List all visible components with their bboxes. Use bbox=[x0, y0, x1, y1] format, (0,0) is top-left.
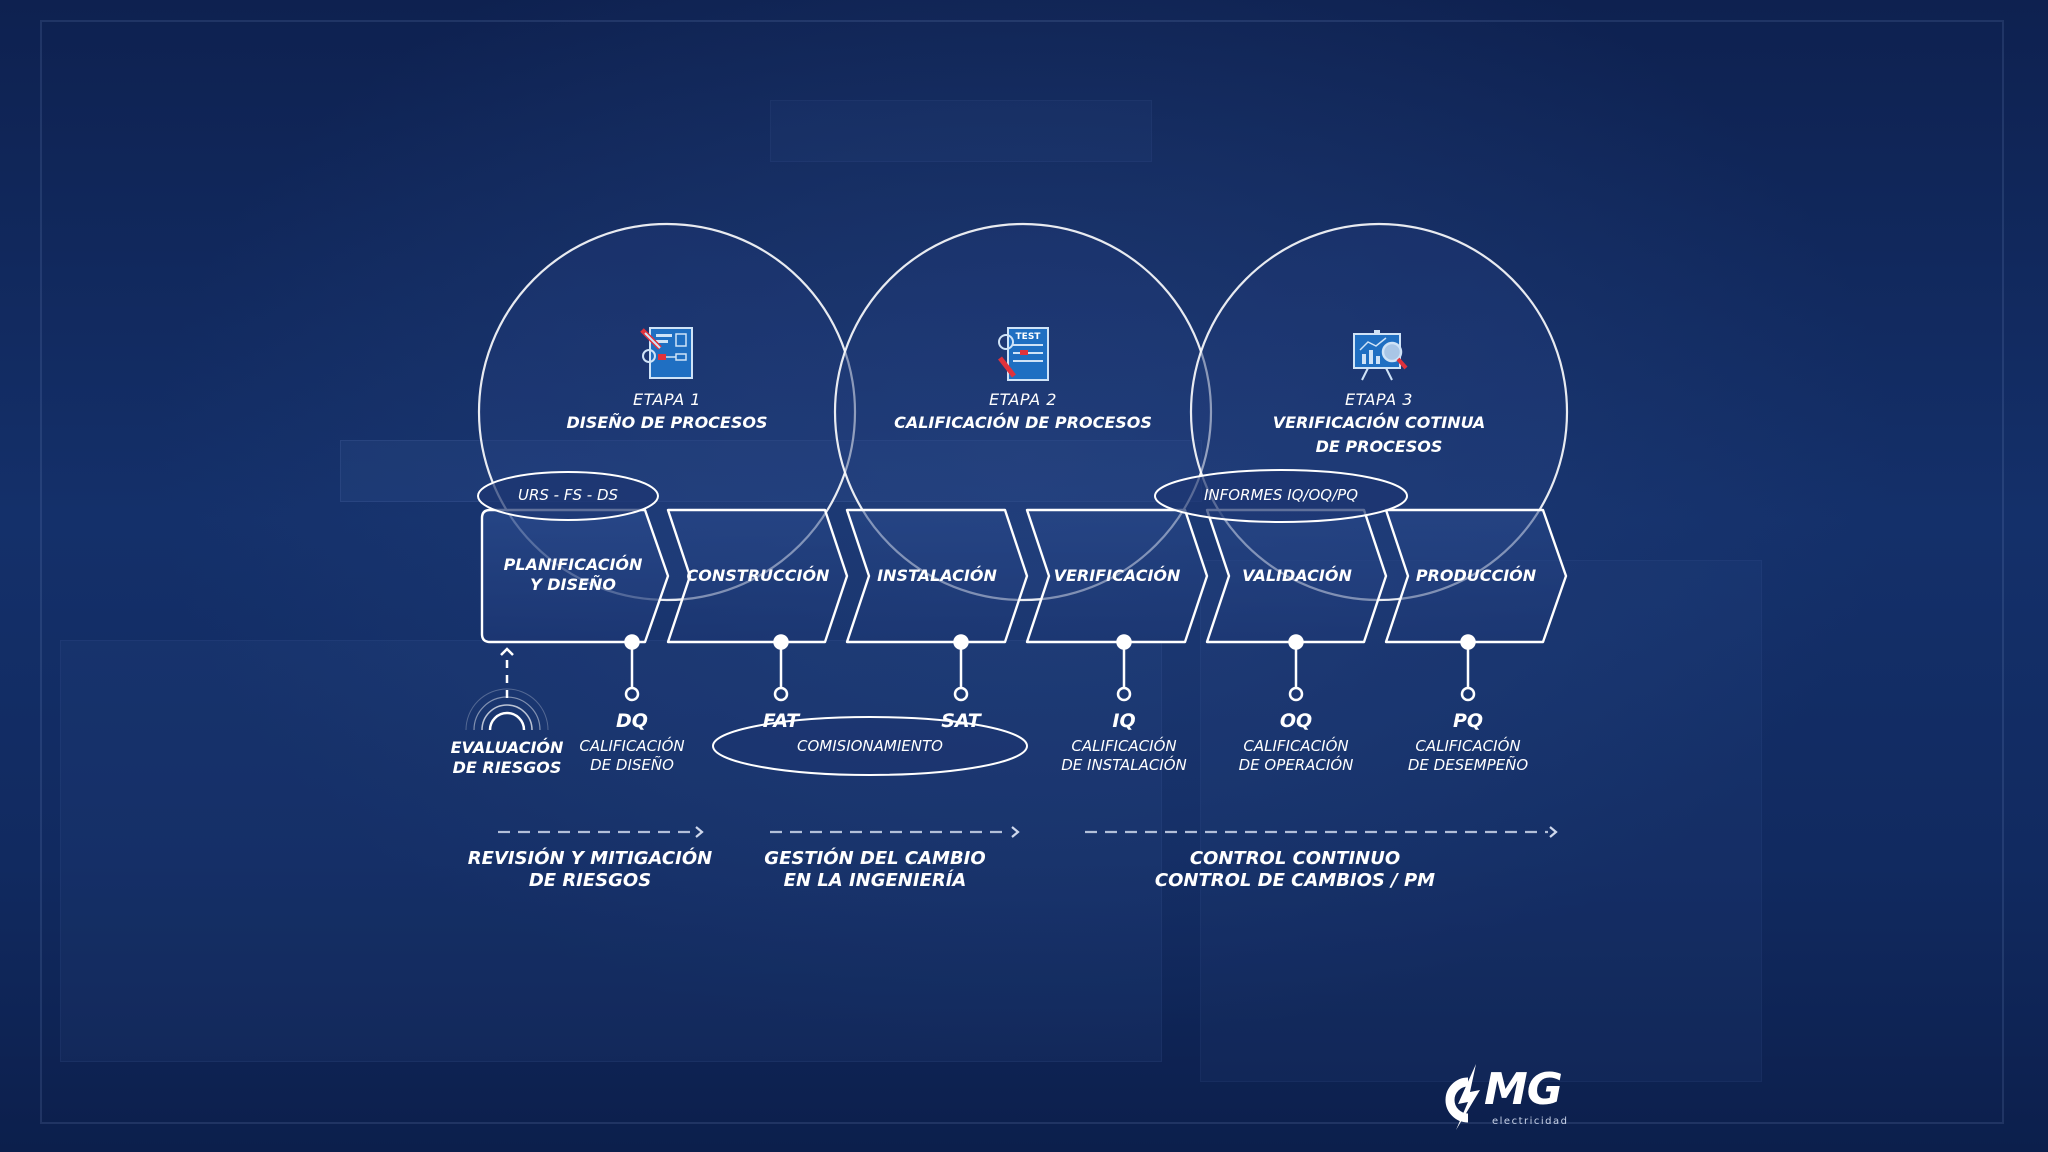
stage-1-title: DISEÑO DE PROCESOS bbox=[566, 413, 768, 432]
top-duct bbox=[770, 100, 1152, 162]
stage-3-title-line-2: DE PROCESOS bbox=[1315, 437, 1443, 456]
lightning-bolt-icon bbox=[1445, 1064, 1480, 1130]
stage-1-number: ETAPA 1 bbox=[633, 390, 701, 409]
stage-2-number: ETAPA 2 bbox=[989, 390, 1057, 409]
radar-signal-icon bbox=[465, 647, 549, 731]
bottom-label-risk-review: REVISIÓN Y MITIGACIÓN DE RIESGOS bbox=[467, 848, 713, 891]
design-blueprint-icon bbox=[640, 327, 693, 379]
documents-pill: URS - FS - DS bbox=[517, 486, 619, 504]
milestone-sat-code: SAT bbox=[941, 710, 981, 732]
milestone-dq-code: DQ bbox=[616, 710, 648, 732]
logo-subtitle: electricidad bbox=[1492, 1116, 1569, 1127]
cabinet-frame bbox=[40, 20, 2004, 1124]
documents-pill-shape bbox=[477, 471, 659, 521]
phase-1-label: PLANIFICACIÓN Y DISEÑO bbox=[503, 555, 643, 594]
milestone-pq-code: PQ bbox=[1452, 710, 1484, 732]
milestone-dq-sub: CALIFICACIÓN DE DISEÑO bbox=[579, 737, 685, 774]
phase-chevron-2 bbox=[666, 508, 849, 644]
milestone-oq-sub: CALIFICACIÓN DE OPERACIÓN bbox=[1238, 737, 1354, 774]
phase-2-label: CONSTRUCCIÓN bbox=[686, 566, 830, 585]
phase-chevron-1 bbox=[480, 508, 670, 644]
commissioning-pill-shape bbox=[712, 716, 1028, 776]
phase-5-label: VALIDACIÓN bbox=[1242, 566, 1352, 585]
reports-pill: INFORMES IQ/OQ/PQ bbox=[1203, 486, 1358, 504]
phase-chevron-3 bbox=[845, 508, 1029, 644]
phase-6-label: PRODUCCIÓN bbox=[1415, 566, 1537, 585]
reports-pill-shape bbox=[1154, 469, 1408, 523]
test-checklist-icon: TEST bbox=[998, 327, 1049, 381]
risk-assessment-label: EVALUACIÓN DE RIESGOS bbox=[450, 738, 564, 777]
drives-area bbox=[60, 640, 1162, 1062]
stage-3-title-line-1: VERIFICACIÓN COTINUA bbox=[1272, 413, 1486, 432]
stage-2-title: CALIFICACIÓN DE PROCESOS bbox=[894, 413, 1152, 432]
stage-3-number: ETAPA 3 bbox=[1345, 390, 1413, 409]
phase-3-label: INSTALACIÓN bbox=[877, 566, 997, 585]
milestone-iq-code: IQ bbox=[1112, 710, 1136, 732]
phase-4-label: VERIFICACIÓN bbox=[1053, 566, 1181, 585]
bottom-label-continuous-control: CONTROL CONTINUO CONTROL DE CAMBIOS / PM bbox=[1154, 848, 1436, 891]
logo-mark: MG bbox=[1484, 1064, 1563, 1115]
milestone-iq-sub: CALIFICACIÓN DE INSTALACIÓN bbox=[1061, 737, 1187, 774]
phase-chevrons bbox=[480, 508, 1568, 644]
phase-chevron-6 bbox=[1384, 508, 1568, 644]
dashed-progress-lines bbox=[498, 826, 1558, 838]
svg-text:TEST: TEST bbox=[1016, 332, 1042, 342]
chart-magnifier-icon bbox=[1353, 330, 1408, 381]
milestone-connectors bbox=[624, 634, 1476, 702]
milestone-pq-sub: CALIFICACIÓN DE DESEMPEÑO bbox=[1407, 737, 1529, 774]
milestone-fat-code: FAT bbox=[762, 710, 800, 732]
commissioning-pill: COMISIONAMIENTO bbox=[797, 737, 943, 755]
bottom-label-change-management: GESTIÓN DEL CAMBIO EN LA INGENIERÍA bbox=[764, 848, 986, 891]
milestone-oq-code: OQ bbox=[1279, 710, 1313, 732]
pill-ellipses bbox=[477, 469, 1408, 776]
